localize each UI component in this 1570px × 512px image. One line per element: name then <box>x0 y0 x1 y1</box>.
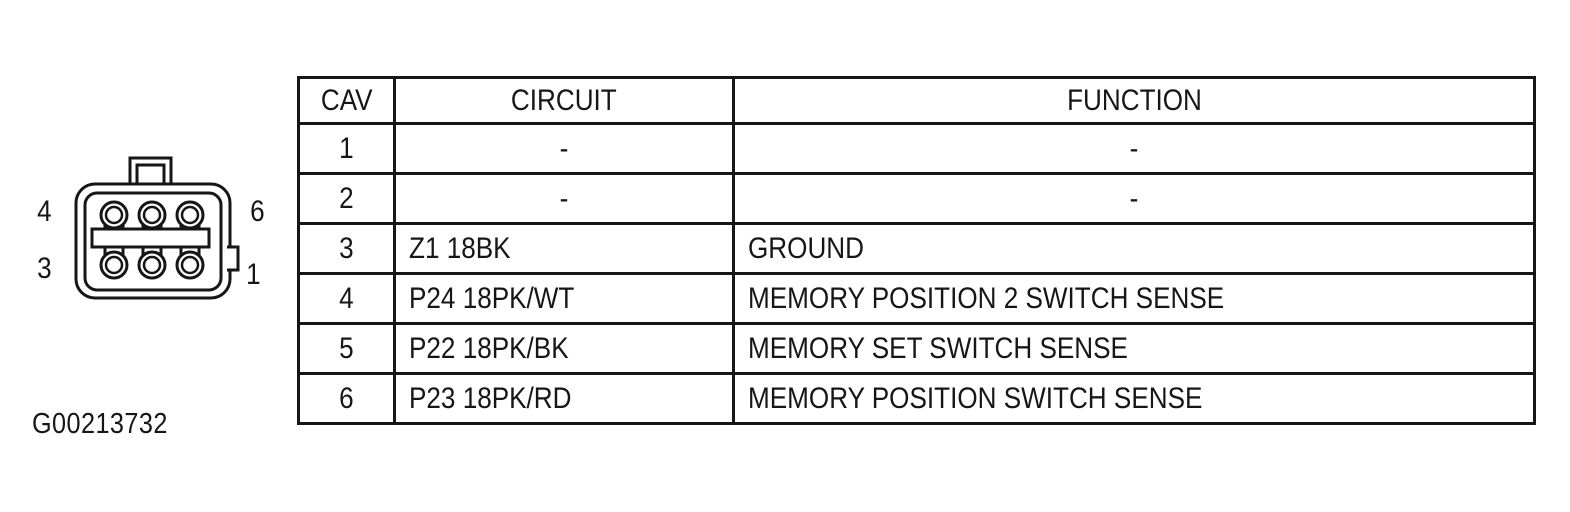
header-row: CAV CIRCUIT FUNCTION <box>297 76 1536 125</box>
table-row: 6 P23 18PK/RD MEMORY POSITION SWITCH SEN… <box>297 372 1536 425</box>
pin-label-top-right: 6 <box>249 195 265 228</box>
cell-function: - <box>732 122 1536 175</box>
header-cav: CAV <box>297 76 396 125</box>
cell-cav: 6 <box>297 372 396 425</box>
cell-cav: 2 <box>297 172 396 225</box>
table-row: 2 - - <box>297 172 1536 225</box>
cell-function: MEMORY POSITION SWITCH SENSE <box>732 372 1536 425</box>
cell-circuit: P24 18PK/WT <box>393 272 735 325</box>
cell-function: GROUND <box>732 222 1536 275</box>
table-row: 4 P24 18PK/WT MEMORY POSITION 2 SWITCH S… <box>297 272 1536 325</box>
connector-side-notch <box>227 245 240 272</box>
connector-inner-body <box>83 191 223 292</box>
connector-face-diagram <box>74 156 240 300</box>
cell-cav: 1 <box>297 122 396 175</box>
cell-cav: 3 <box>297 222 396 275</box>
pinout-table: CAV CIRCUIT FUNCTION 1 - - 2 - - 3 Z1 18… <box>297 76 1536 425</box>
table-row: 1 - - <box>297 122 1536 175</box>
figure-id-label: G00213732 <box>32 408 168 440</box>
table-row: 3 Z1 18BK GROUND <box>297 222 1536 275</box>
table-row: 5 P22 18PK/BK MEMORY SET SWITCH SENSE <box>297 322 1536 375</box>
cell-circuit: Z1 18BK <box>393 222 735 275</box>
pin-cavities <box>99 200 205 280</box>
pin-label-bottom-right: 1 <box>245 258 261 291</box>
pin-label-top-left: 4 <box>36 195 52 228</box>
cell-cav: 4 <box>297 272 396 325</box>
header-function: FUNCTION <box>732 76 1536 125</box>
cell-circuit: - <box>393 122 735 175</box>
pin-label-bottom-left: 3 <box>36 252 52 285</box>
cell-circuit: P23 18PK/RD <box>393 372 735 425</box>
cell-circuit: P22 18PK/BK <box>393 322 735 375</box>
cell-function: MEMORY SET SWITCH SENSE <box>732 322 1536 375</box>
header-circuit: CIRCUIT <box>393 76 735 125</box>
cell-function: MEMORY POSITION 2 SWITCH SENSE <box>732 272 1536 325</box>
connector-key-bar <box>90 227 211 249</box>
cell-cav: 5 <box>297 322 396 375</box>
cell-circuit: - <box>393 172 735 225</box>
cell-function: - <box>732 172 1536 225</box>
